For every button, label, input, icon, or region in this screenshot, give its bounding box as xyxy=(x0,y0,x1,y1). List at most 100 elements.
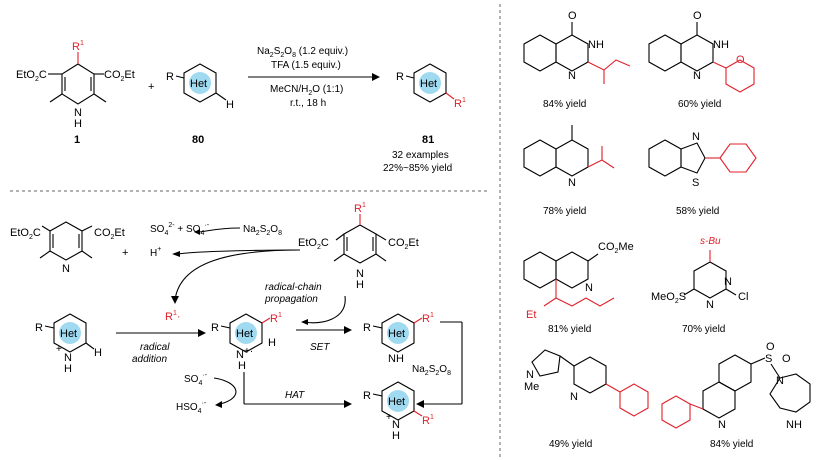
svg-text:HSO4·-: HSO4·- xyxy=(176,400,207,415)
svg-text:S: S xyxy=(692,177,699,189)
svg-text:Het: Het xyxy=(420,78,437,90)
product-2: O NH N O 60% yield xyxy=(648,10,755,110)
compound-81-label: 81 xyxy=(422,134,434,146)
svg-text:N: N xyxy=(776,375,784,387)
svg-text:EtO2C: EtO2C xyxy=(16,69,47,83)
product-1-yield: 84% yield xyxy=(543,99,586,110)
svg-text:H: H xyxy=(356,279,364,291)
product-5: CO2Me N Et 81% yield xyxy=(523,241,634,335)
product-6-yield: 70% yield xyxy=(682,324,725,335)
svg-text:N: N xyxy=(356,268,364,280)
compound-81: Het R R1 81 32 examples 22%~85% yield xyxy=(383,63,466,174)
svg-text:SET: SET xyxy=(310,342,330,353)
svg-text:O: O xyxy=(782,353,791,365)
svg-text:N: N xyxy=(236,349,244,361)
svg-text:addition: addition xyxy=(132,354,167,365)
svg-text:EtO2C: EtO2C xyxy=(298,237,329,251)
svg-text:H: H xyxy=(238,360,246,372)
svg-text:R: R xyxy=(363,322,371,334)
svg-text:N: N xyxy=(526,369,534,381)
product-5-yield: 81% yield xyxy=(548,324,591,335)
svg-text:Het: Het xyxy=(388,328,405,340)
svg-text:N: N xyxy=(706,299,714,311)
product-4-yield: 58% yield xyxy=(676,206,719,217)
hantzsch-ester-mech: R1 EtO2C CO2Et N H xyxy=(298,202,419,291)
svg-text:propagation: propagation xyxy=(264,294,318,305)
svg-text:N: N xyxy=(568,177,576,189)
svg-text:H: H xyxy=(94,347,102,359)
compound-80: Het R H 80 xyxy=(166,63,234,146)
svg-text:+·: +· xyxy=(244,346,253,357)
svg-text:MeCN/H2O (1:1): MeCN/H2O (1:1) xyxy=(270,84,343,97)
svg-text:CO2Et: CO2Et xyxy=(388,237,419,251)
svg-text:R1: R1 xyxy=(72,40,84,53)
product-3-yield: 78% yield xyxy=(543,206,586,217)
svg-text:H: H xyxy=(396,353,404,365)
svg-text:CO2Et: CO2Et xyxy=(104,69,135,83)
svg-text:N: N xyxy=(64,352,72,364)
sulfate-species: SO42- + SO4·- xyxy=(150,222,210,237)
svg-text:N: N xyxy=(693,70,701,82)
svg-text:O: O xyxy=(766,341,775,353)
svg-text:O: O xyxy=(736,54,745,66)
svg-text:s-Bu: s-Bu xyxy=(700,236,721,247)
svg-text:EtO2C: EtO2C xyxy=(10,227,41,241)
svg-text:Het: Het xyxy=(60,328,77,340)
svg-text:O: O xyxy=(693,10,702,22)
svg-text:CO2Me: CO2Me xyxy=(598,241,634,255)
svg-text:R: R xyxy=(166,71,174,83)
product-7-yield: 49% yield xyxy=(549,439,592,450)
svg-text:H: H xyxy=(392,430,400,442)
svg-text:R1: R1 xyxy=(270,312,282,325)
svg-text:SO4·-: SO4·- xyxy=(184,372,208,387)
product-1: O NH N 84% yield xyxy=(523,10,631,110)
svg-text:N: N xyxy=(388,353,396,365)
svg-text:radical: radical xyxy=(140,342,170,353)
svg-text:HAT: HAT xyxy=(285,390,305,401)
svg-text:N: N xyxy=(74,107,82,119)
product-4: N S 58% yield xyxy=(648,131,757,217)
compound-80-label: 80 xyxy=(192,134,204,146)
svg-text:NH: NH xyxy=(786,419,802,431)
svg-text:H: H xyxy=(268,337,276,349)
persulfate-mech: Na2S2O8 xyxy=(243,224,282,237)
svg-text:Me: Me xyxy=(524,381,539,393)
svg-text:N: N xyxy=(724,276,732,288)
product-8-yield: 84% yield xyxy=(710,439,753,450)
pyridine-byproduct: EtO2C CO2Et N xyxy=(10,221,125,275)
svg-text:TFA (1.5 equiv.): TFA (1.5 equiv.) xyxy=(271,60,341,71)
svg-text:N: N xyxy=(62,263,70,275)
svg-text:N: N xyxy=(585,282,593,294)
r1-radical: R1· xyxy=(165,310,181,323)
svg-text:R1: R1 xyxy=(422,414,434,427)
yield-range: 22%~85% yield xyxy=(383,163,452,174)
svg-text:r.t., 18 h: r.t., 18 h xyxy=(290,98,326,109)
product-6: N N s-Bu MeO2S Cl 70% yield xyxy=(651,236,748,335)
svg-text:+: + xyxy=(122,247,128,259)
svg-text:R: R xyxy=(396,71,404,83)
svg-text:R: R xyxy=(211,322,219,334)
proton: H+ xyxy=(150,246,161,259)
dihydro-intermediate: Het R R1 N H xyxy=(363,312,434,365)
svg-text:S: S xyxy=(765,353,772,365)
plus-sign: + xyxy=(148,81,154,93)
svg-text:Cl: Cl xyxy=(738,291,748,303)
svg-text:H: H xyxy=(74,118,82,130)
svg-text:R1: R1 xyxy=(422,312,434,325)
compound-1-label: 1 xyxy=(74,134,80,146)
svg-text:N: N xyxy=(570,391,578,403)
reaction-arrow: Na2S2O8 (1.2 equiv.) TFA (1.5 equiv.) Me… xyxy=(248,46,380,109)
svg-text:O: O xyxy=(568,10,577,22)
protonated-heteroarene: Het R H + N H xyxy=(35,313,102,375)
svg-text:Na2S2O8: Na2S2O8 xyxy=(412,364,451,377)
svg-text:N: N xyxy=(692,131,700,143)
svg-text:Et: Et xyxy=(526,309,536,321)
product-3: N 78% yield xyxy=(523,125,615,217)
svg-text:N: N xyxy=(718,419,726,431)
svg-text:+: + xyxy=(386,412,392,423)
final-protonated-product: Het R R1 + N H xyxy=(363,381,434,442)
svg-text:H: H xyxy=(226,99,234,111)
svg-text:+: + xyxy=(56,344,62,355)
svg-text:Na2S2O8 (1.2 equiv.): Na2S2O8 (1.2 equiv.) xyxy=(257,46,348,59)
